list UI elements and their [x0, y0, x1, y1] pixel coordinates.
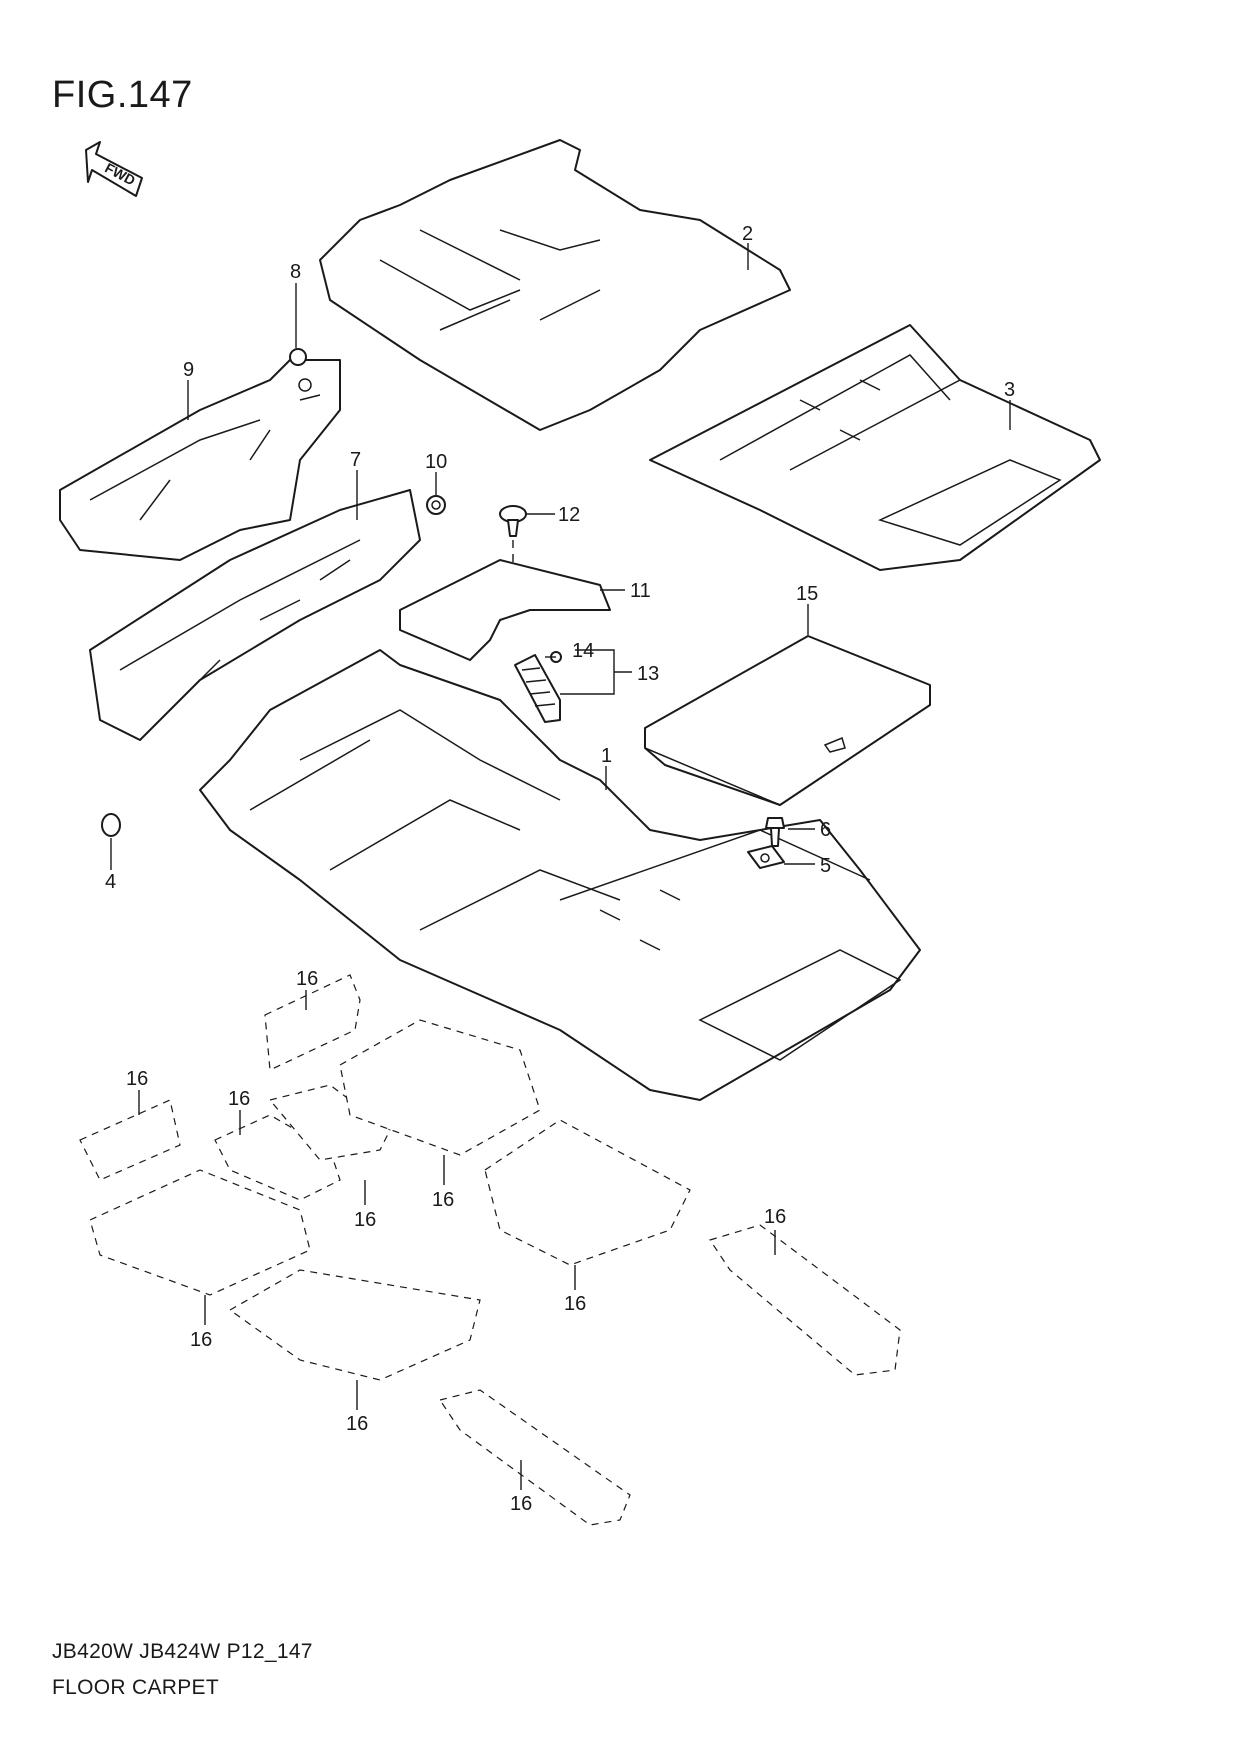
part-6-bolt [765, 817, 785, 847]
callout-16: 16 [510, 1493, 532, 1515]
callout-16: 16 [354, 1209, 376, 1231]
callout-13: 13 [637, 663, 659, 685]
callout-15: 15 [796, 583, 818, 605]
part-9-dash-silencer [59, 359, 341, 561]
diagram-caption: FLOOR CARPET [52, 1676, 219, 1699]
callout-16: 16 [126, 1068, 148, 1090]
part-5-retainer [747, 845, 785, 869]
part-13-heel-pad [514, 654, 561, 723]
callout-16: 16 [346, 1413, 368, 1435]
callout-6: 6 [820, 819, 831, 841]
part-11-floor-mat [399, 559, 611, 661]
callout-16: 16 [190, 1329, 212, 1351]
callout-9: 9 [183, 359, 194, 381]
callout-16: 16 [564, 1293, 586, 1315]
leader-lines [110, 243, 1011, 1490]
part-4-grommet [101, 813, 121, 837]
callout-4: 4 [105, 871, 116, 893]
callout-14: 14 [572, 640, 594, 662]
figure-title: FIG.147 [52, 74, 193, 116]
part-15-luggage-mat [644, 635, 931, 806]
part-7-dash-insulator [89, 489, 421, 741]
part-16-silencer-pads [79, 974, 901, 1526]
callout-2: 2 [742, 223, 753, 245]
callout-11: 11 [630, 580, 651, 602]
callout-10: 10 [425, 451, 447, 473]
callout-1: 1 [601, 745, 612, 767]
callout-16: 16 [228, 1088, 250, 1110]
part-2-front-floor-carpet [319, 139, 791, 431]
callout-5: 5 [820, 855, 831, 877]
callout-16: 16 [432, 1189, 454, 1211]
callout-labels: 1 2 3 4 5 6 7 8 9 10 11 12 13 14 15 16 1… [105, 223, 1015, 1515]
callout-3: 3 [1004, 379, 1015, 401]
part-8-clip [289, 348, 307, 366]
part-14-clip [545, 651, 562, 663]
part-10-nut [426, 495, 446, 515]
callout-16: 16 [296, 968, 318, 990]
part-3-rear-floor-carpet [649, 324, 1101, 571]
part-1-floor-carpet [199, 649, 921, 1101]
callout-8: 8 [290, 261, 301, 283]
callout-12: 12 [558, 504, 580, 526]
callout-7: 7 [350, 449, 361, 471]
model-code: JB420W JB424W P12_147 [52, 1640, 313, 1663]
callout-16: 16 [764, 1206, 786, 1228]
fwd-arrow-icon: FWD [85, 141, 143, 197]
